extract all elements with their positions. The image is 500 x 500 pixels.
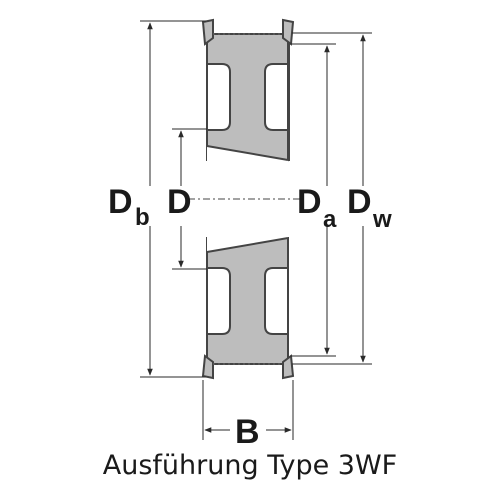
upper-left-recess (206, 63, 231, 131)
upper-right-recess (264, 63, 289, 131)
pulley-lower-half (201, 236, 295, 380)
dw-subscript: w (372, 206, 392, 233)
lower-right-recess (264, 267, 289, 335)
b-label: B (235, 413, 260, 451)
lower-left-flange (201, 354, 214, 380)
upper-left-flange (201, 18, 214, 46)
lower-right-flange (282, 354, 295, 380)
upper-right-flange (282, 18, 295, 46)
da-dimension (290, 43, 336, 357)
db-label: D (108, 183, 133, 221)
dw-label: D (347, 183, 372, 221)
pulley-upper-half (201, 18, 295, 162)
d-dimension (172, 128, 207, 270)
d-label: D (167, 183, 192, 221)
b-dimension (202, 380, 294, 440)
db-subscript: b (135, 204, 150, 231)
db-dimension (140, 20, 206, 378)
dw-dimension (292, 32, 372, 365)
caption: Ausführung Type 3WF (102, 450, 398, 481)
da-label: D (297, 183, 322, 221)
da-subscript: a (323, 206, 337, 233)
lower-left-recess (206, 267, 231, 335)
